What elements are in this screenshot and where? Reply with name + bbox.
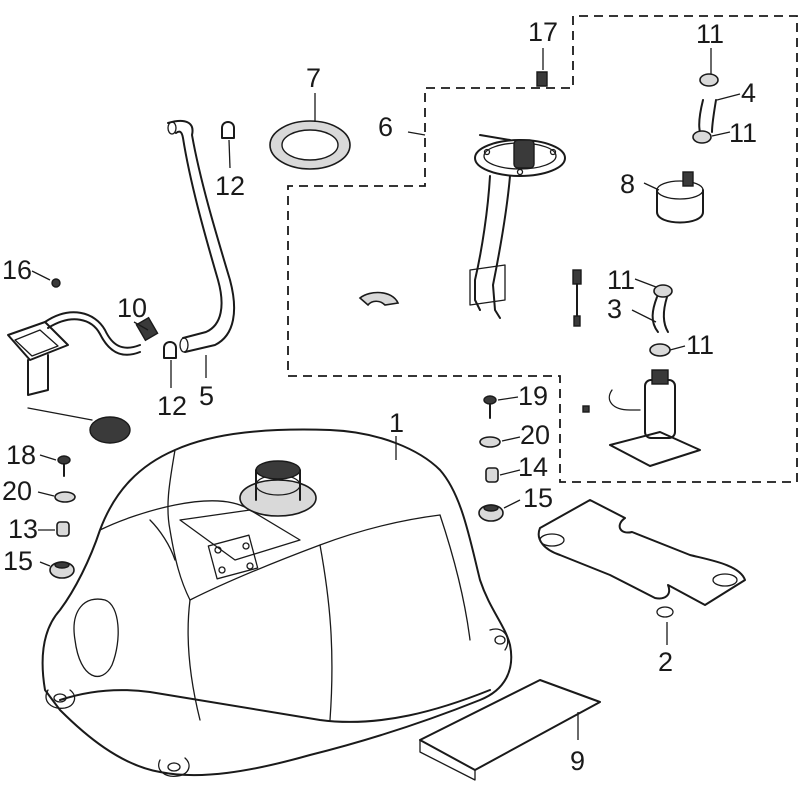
callout-5: 5 — [199, 381, 214, 411]
screw-16 — [51, 278, 61, 288]
screw-17 — [536, 71, 548, 87]
callout-9: 9 — [570, 746, 585, 776]
callout-3: 3 — [607, 294, 622, 324]
grommet-15-left — [49, 561, 75, 579]
washer-20-left — [54, 491, 76, 503]
tank-gasket-plate — [537, 499, 746, 618]
callout-13: 13 — [8, 514, 38, 544]
fuel-pump-bracket — [469, 134, 566, 319]
washer-20-right — [479, 436, 501, 448]
callout-4: 4 — [741, 78, 756, 108]
callout-1: 1 — [389, 408, 404, 438]
callout-10: 10 — [117, 293, 147, 323]
wire-connector — [572, 269, 582, 327]
callout-14: 14 — [518, 452, 548, 482]
fuel-pump-unit — [582, 369, 701, 467]
callout-12-lower: 12 — [157, 391, 187, 421]
callout-20-left: 20 — [2, 476, 32, 506]
pump-assembly-boundary — [287, 15, 798, 483]
collar-13 — [56, 521, 70, 537]
grommet-15-right — [478, 504, 504, 522]
callout-8: 8 — [620, 169, 635, 199]
callout-11-bottom: 11 — [686, 330, 714, 360]
bolt-18 — [57, 455, 71, 477]
fuel-filter — [656, 171, 704, 224]
fuel-tank — [41, 428, 513, 777]
collar-14 — [485, 467, 499, 483]
callout-11-mid: 11 — [729, 118, 757, 148]
callout-7: 7 — [306, 63, 321, 93]
callout-15-right: 15 — [523, 483, 553, 513]
bolt-19 — [483, 395, 497, 419]
callout-16: 16 — [2, 255, 32, 285]
callout-20-right: 20 — [520, 420, 550, 450]
protective-sheet — [419, 679, 601, 781]
callout-12-upper: 12 — [215, 171, 245, 201]
callout-18: 18 — [6, 440, 36, 470]
pump-gasket — [269, 120, 351, 170]
callout-17: 17 — [528, 17, 558, 47]
callout-19: 19 — [518, 381, 548, 411]
callout-6: 6 — [378, 112, 393, 142]
hose-clip-lower — [163, 341, 177, 359]
callout-2: 2 — [658, 647, 673, 677]
callout-11-top: 11 — [696, 19, 724, 49]
pump-seal-half — [358, 291, 400, 307]
leader-lines — [31, 48, 741, 740]
fuel-level-sensor — [7, 311, 159, 444]
callout-15-left: 15 — [3, 546, 33, 576]
fuel-hose-4 — [692, 73, 719, 144]
breather-hose — [167, 119, 236, 353]
callout-11-lower: 11 — [607, 265, 635, 295]
hose-clip-upper — [221, 121, 235, 139]
